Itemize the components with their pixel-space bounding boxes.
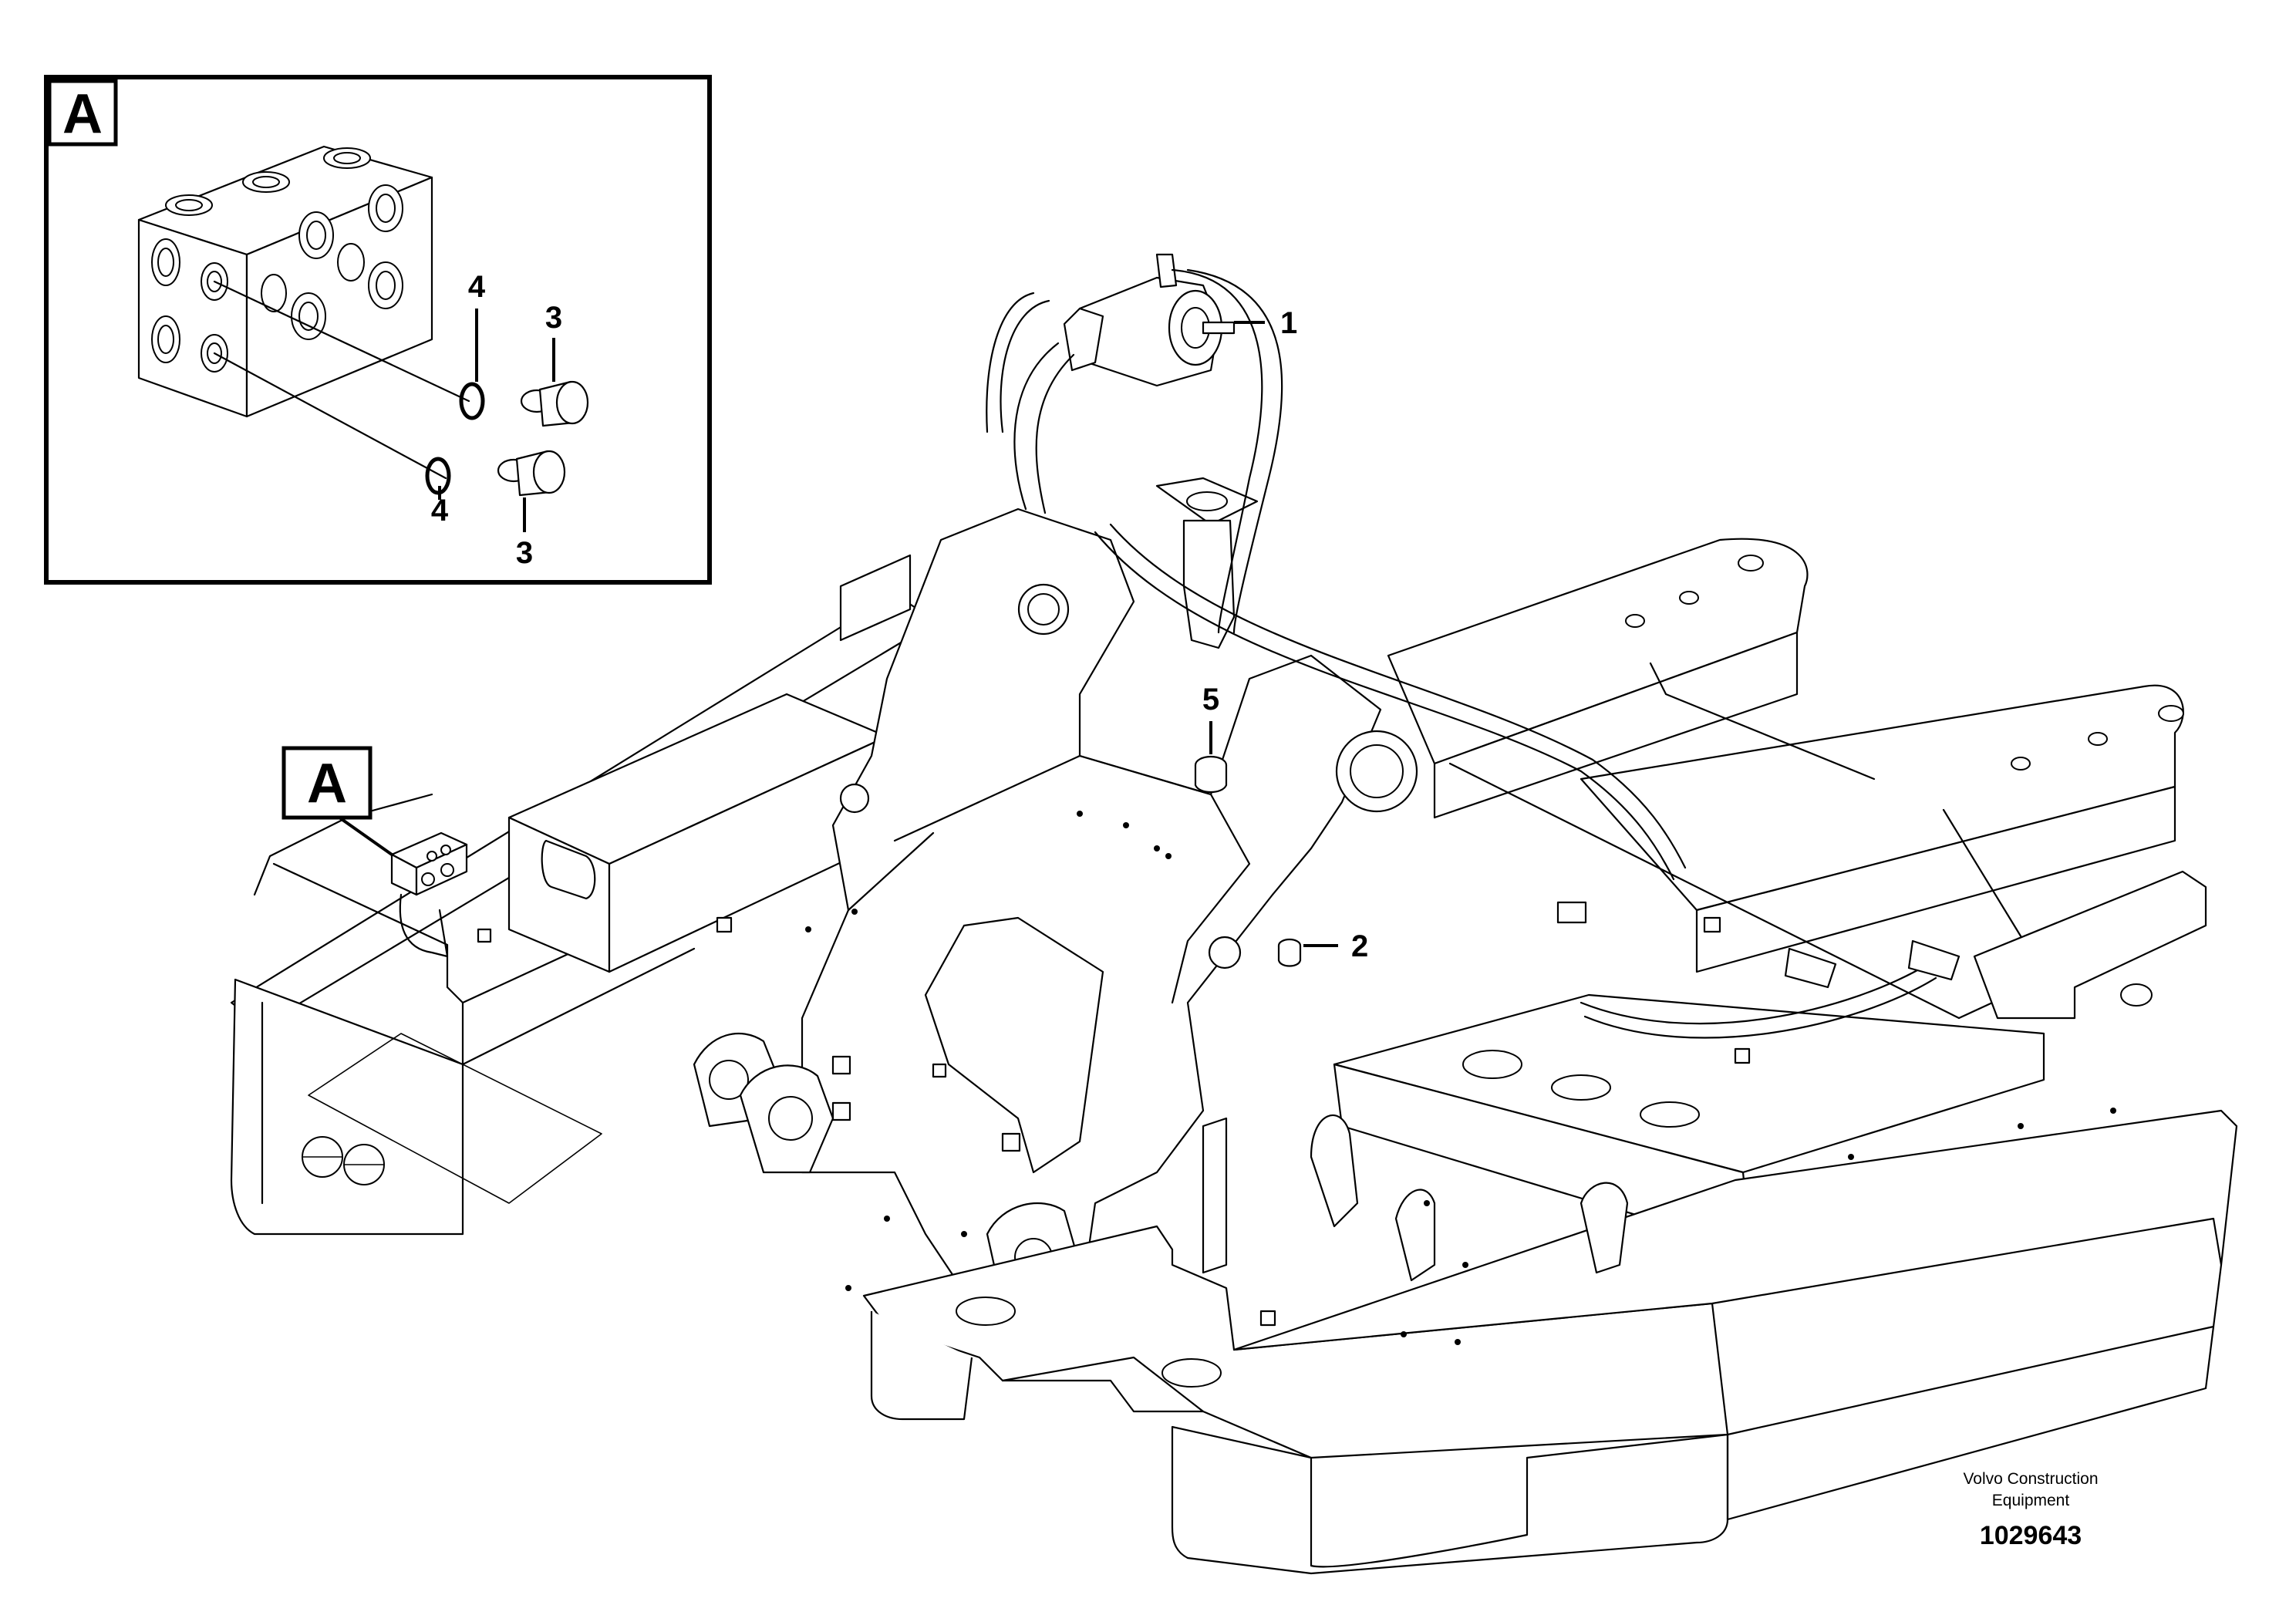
callout-4-lower: 4 [431, 494, 449, 528]
document-number: 1029643 [1980, 1521, 2082, 1550]
o-ring-icon [459, 382, 485, 420]
hydraulic-pump [1063, 253, 1236, 387]
fitting-2 [1277, 938, 1302, 967]
maker-line-2: Equipment [1992, 1492, 2070, 1509]
maker-line-1: Volvo Construction [1963, 1470, 2098, 1488]
plug-icon [497, 450, 566, 497]
callout-3-lower: 3 [516, 536, 533, 570]
valve-block [137, 145, 433, 418]
valve-block-location [390, 831, 468, 958]
fitting-5 [1194, 755, 1228, 794]
detail-label-box [47, 79, 118, 147]
plug-icon [520, 380, 589, 427]
detail-frame [44, 75, 712, 585]
callout-3-upper: 3 [545, 301, 562, 335]
excavator-upper-frame: A [230, 253, 2238, 1575]
detail-view-a: A [44, 75, 712, 585]
location-marker-label: A [307, 753, 347, 814]
callout-4-upper: 4 [468, 270, 486, 304]
callout-2: 2 [1351, 929, 1368, 963]
callout-5: 5 [1202, 683, 1219, 717]
location-marker-box [282, 746, 373, 820]
detail-label: A [62, 83, 103, 145]
callout-1: 1 [1280, 306, 1297, 340]
